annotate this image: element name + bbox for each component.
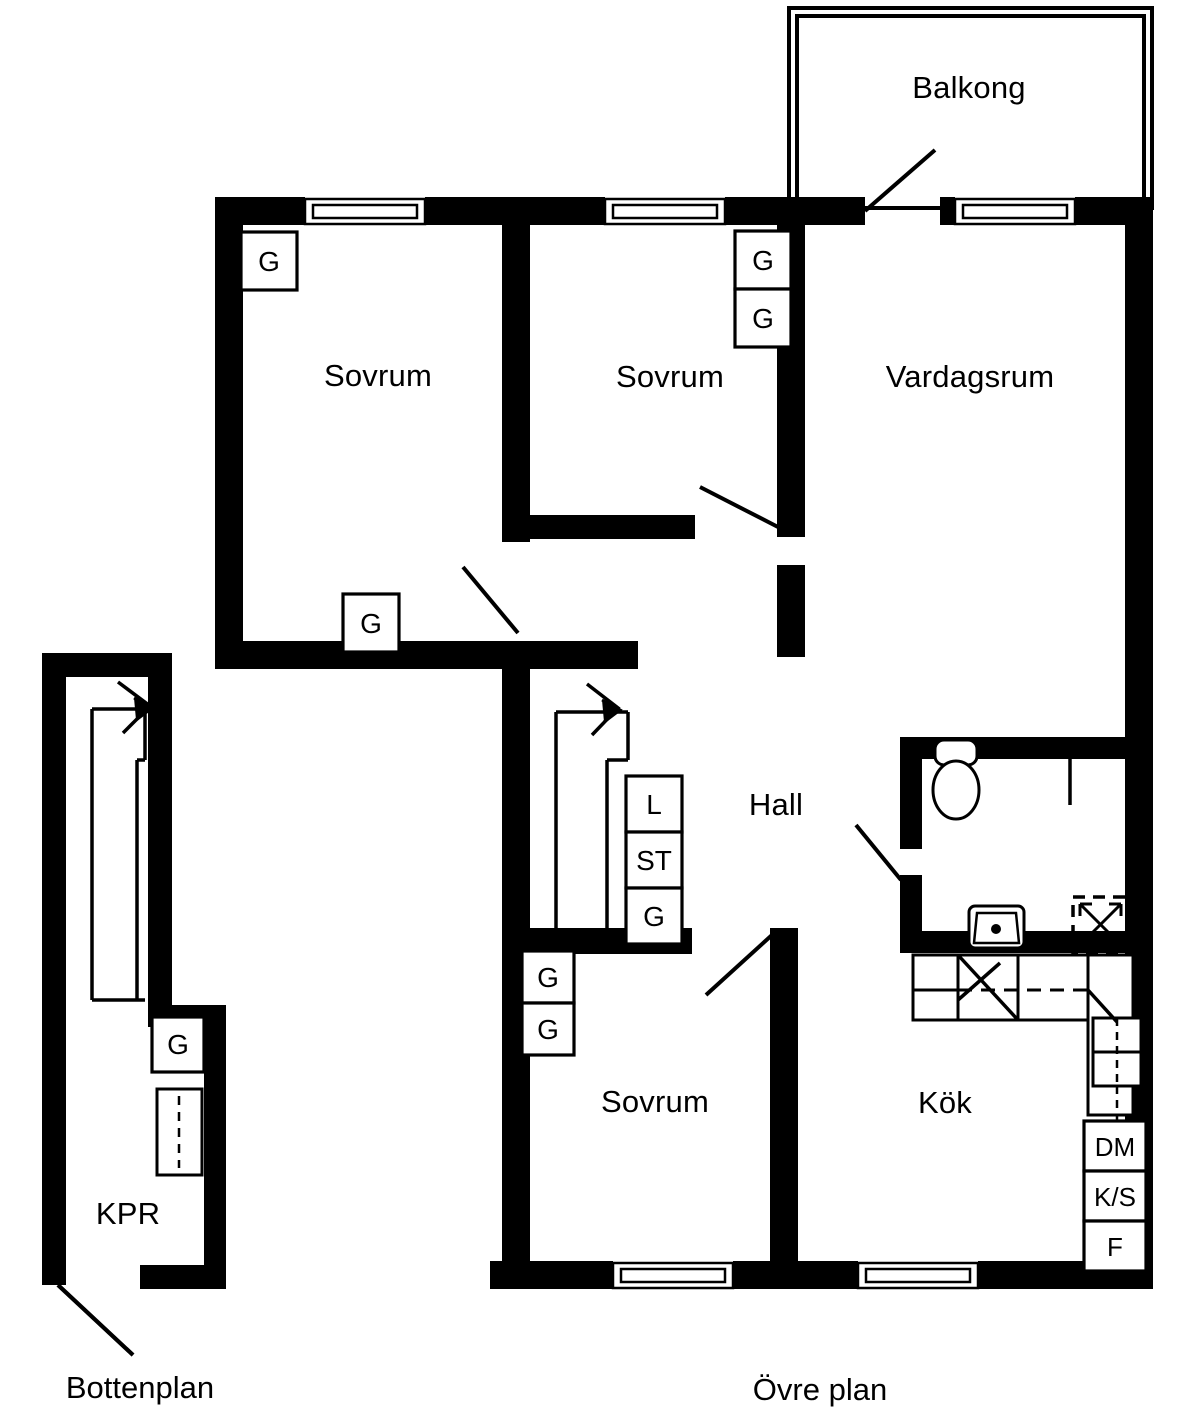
- kitchen-sink-icon: [956, 953, 1088, 1022]
- storage-label-g-sovrum1-wall: G: [360, 608, 382, 639]
- storage-label-g-sovrum2-upper: G: [752, 245, 774, 276]
- box-g-sovrum1-wall: [341, 592, 401, 654]
- floor-drain-icon: [1094, 745, 1104, 755]
- door-sovrum1: [461, 565, 520, 635]
- door-symbols: [56, 148, 937, 1357]
- room-label-sovrum-2: Sovrum: [615, 359, 725, 394]
- box-g-kpr: [150, 1015, 206, 1074]
- box-g-hall: [624, 886, 684, 946]
- box-g-sovrum3-lower: [520, 1001, 576, 1057]
- box-g-sovrum2-upper: [733, 229, 793, 291]
- room-label-hall: Hall: [748, 787, 804, 822]
- room-label-sovrum-1: Sovrum: [323, 358, 433, 393]
- window-sovrum2-top: [603, 197, 727, 226]
- box-g-sovrum3-upper: [520, 949, 576, 1005]
- window-vardagsrum-top: [953, 197, 1077, 226]
- storage-box-outlines: [150, 229, 1148, 1273]
- room-label-sovrum-3: Sovrum: [600, 1084, 710, 1119]
- bathroom-fixtures: [931, 738, 1130, 954]
- box-g-sovrum2-lower: [733, 287, 793, 349]
- appliance-icon: [155, 1087, 204, 1177]
- box-ks-kok: [1082, 1169, 1148, 1223]
- sink-icon: [967, 904, 1026, 950]
- stairs-ovre: [554, 682, 630, 930]
- room-label-balkong: Balkong: [912, 70, 1026, 105]
- box-st-hall: [624, 830, 684, 890]
- stove-icon: [1091, 1016, 1143, 1121]
- storage-label-g-hall: G: [643, 901, 665, 932]
- window-symbols: [303, 197, 1077, 1290]
- door-sovrum2: [699, 485, 779, 529]
- leader-bottenplan: [56, 1283, 135, 1357]
- storage-label-g-sovrum1-top: G: [258, 246, 280, 277]
- window-sovrum1-top: [303, 197, 427, 226]
- shower-icon: [1071, 895, 1130, 954]
- toilet-icon: [931, 738, 981, 821]
- box-f-kok: [1082, 1219, 1148, 1273]
- storage-label-l-hall: L: [646, 789, 662, 820]
- caption-ovre-plan: Övre plan: [752, 1372, 888, 1407]
- storage-label-g-sovrum3-upper: G: [537, 962, 559, 993]
- storage-label-ks-kok: K/S: [1094, 1182, 1136, 1212]
- kitchen-fixtures: [911, 953, 1143, 1121]
- balcony-outline: [787, 6, 1154, 210]
- box-g-sovrum1-top: [239, 230, 299, 292]
- stairs-kpr: [90, 680, 155, 1002]
- storage-label-f-kok: F: [1107, 1232, 1123, 1262]
- storage-label-g-sovrum3-lower: G: [537, 1014, 559, 1045]
- window-kok-bottom: [856, 1261, 980, 1290]
- door-balkong: [863, 148, 937, 213]
- door-badrum: [854, 823, 903, 882]
- box-l-hall: [624, 774, 684, 834]
- storage-label-g-kpr: G: [167, 1029, 189, 1060]
- bottenplan-walls: [42, 653, 226, 1289]
- storage-label-g-sovrum2-lower: G: [752, 303, 774, 334]
- door-sovrum3: [704, 933, 774, 997]
- storage-label-dm-kok: DM: [1094, 1132, 1136, 1162]
- storage-label-st-hall: ST: [636, 845, 672, 876]
- window-sovrum3-bottom: [611, 1261, 735, 1290]
- room-label-kpr: KPR: [95, 1196, 161, 1231]
- room-label-kok: Kök: [917, 1085, 973, 1120]
- caption-bottenplan: Bottenplan: [65, 1370, 215, 1405]
- room-label-vardagsrum: Vardagsrum: [885, 359, 1055, 394]
